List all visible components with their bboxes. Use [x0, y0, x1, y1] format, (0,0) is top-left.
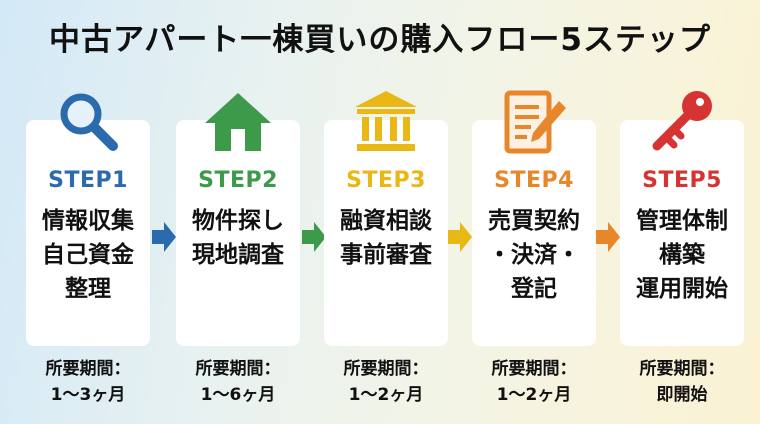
step-line: 情報収集 — [42, 208, 134, 234]
step-label: STEP2 — [198, 168, 278, 193]
key-icon — [647, 87, 717, 157]
contract-icon — [499, 87, 569, 157]
step-card-4: STEP4 売買契約 ・決済・ 登記 — [472, 120, 596, 346]
step-line: 整理 — [65, 276, 111, 302]
duration: 所要期間： 1〜3ヶ月 — [18, 356, 158, 408]
house-icon — [203, 87, 273, 157]
duration-label: 所要期間： — [45, 359, 131, 379]
step-description: 売買契約 ・決済・ 登記 — [472, 204, 596, 306]
step-label: STEP3 — [346, 168, 426, 193]
arrow-right-icon — [448, 222, 472, 252]
duration-label: 所要期間： — [195, 359, 281, 379]
step-description: 情報収集 自己資金 整理 — [26, 204, 150, 306]
duration: 所要期間： 1〜2ヶ月 — [464, 356, 604, 408]
duration: 所要期間： 即開始 — [612, 356, 752, 408]
arrow-right-icon — [152, 222, 176, 252]
step-line: 管理体制 — [636, 208, 728, 234]
step-line: 物件探し — [192, 208, 284, 234]
page-title: 中古アパート一棟買いの購入フロー5ステップ — [49, 22, 711, 58]
step-description: 物件探し 現地調査 — [176, 204, 300, 272]
duration-value: 1〜6ヶ月 — [200, 385, 276, 405]
step-card-3: STEP3 融資相談 事前審査 — [324, 120, 448, 346]
step-line: 現地調査 — [192, 242, 284, 268]
bank-icon — [351, 87, 421, 157]
step-line: 事前審査 — [340, 242, 432, 268]
duration-label: 所要期間： — [491, 359, 577, 379]
step-line: ・決済・ — [488, 242, 580, 268]
duration: 所要期間： 1〜2ヶ月 — [316, 356, 456, 408]
step-line: 売買契約 — [488, 208, 580, 234]
duration-label: 所要期間： — [343, 359, 429, 379]
step-description: 管理体制 構築 運用開始 — [620, 204, 744, 306]
step-line: 融資相談 — [340, 208, 432, 234]
arrow-right-icon — [302, 222, 326, 252]
duration-value: 1〜3ヶ月 — [50, 385, 126, 405]
step-line: 自己資金 — [42, 242, 134, 268]
step-card-2: STEP2 物件探し 現地調査 — [176, 120, 300, 346]
duration-value: 1〜2ヶ月 — [348, 385, 424, 405]
step-card-5: STEP5 管理体制 構築 運用開始 — [620, 120, 744, 346]
duration-value: 即開始 — [656, 385, 708, 405]
step-description: 融資相談 事前審査 — [324, 204, 448, 272]
arrow-right-icon — [596, 222, 620, 252]
step-label: STEP5 — [642, 168, 722, 193]
duration-value: 1〜2ヶ月 — [496, 385, 572, 405]
step-line: 運用開始 — [636, 276, 728, 302]
magnifier-icon — [53, 87, 123, 157]
step-card-1: STEP1 情報収集 自己資金 整理 — [26, 120, 150, 346]
duration: 所要期間： 1〜6ヶ月 — [168, 356, 308, 408]
duration-label: 所要期間： — [639, 359, 725, 379]
step-line: 構築 — [659, 242, 705, 268]
step-line: 登記 — [511, 276, 557, 302]
step-label: STEP4 — [494, 168, 574, 193]
step-label: STEP1 — [48, 168, 128, 193]
